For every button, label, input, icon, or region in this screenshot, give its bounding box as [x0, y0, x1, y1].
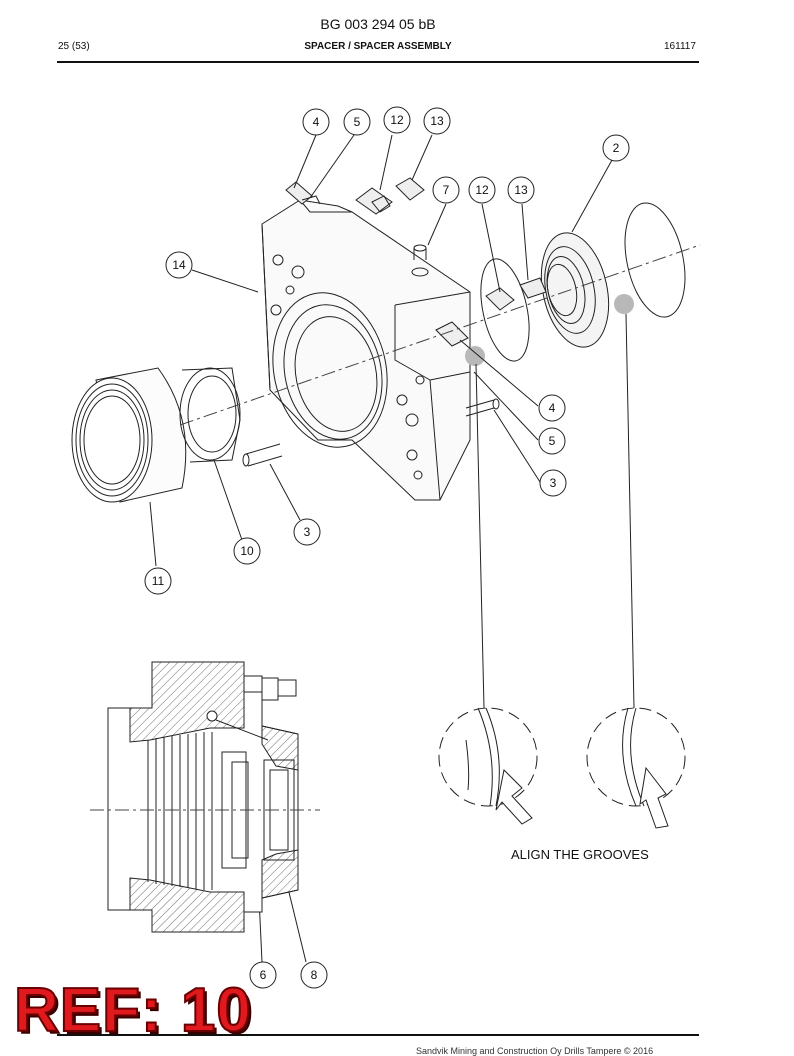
callout-2: 2 [613, 141, 620, 155]
callout-11: 11 [152, 574, 165, 588]
spacer-ring [435, 202, 686, 417]
callout-13-right: 13 [514, 183, 528, 197]
header-rule [57, 61, 699, 63]
align-grooves-note: ALIGN THE GROOVES [511, 847, 649, 862]
reference-label: REF: 10 [13, 976, 252, 1045]
callout-7: 7 [443, 183, 450, 197]
callout-12-right: 12 [475, 183, 489, 197]
callout-5-right: 5 [549, 434, 556, 448]
callout-4-right: 4 [549, 401, 556, 415]
groove-detail-right [586, 707, 686, 829]
page-title: SPACER / SPACER ASSEMBLY [304, 41, 452, 52]
callout-6: 6 [260, 968, 267, 982]
callout-13-top: 13 [430, 114, 444, 128]
groove-detail-left [438, 707, 538, 825]
footer-copyright: Sandvik Mining and Construction Oy Drill… [416, 1046, 654, 1056]
callout-14: 14 [172, 258, 186, 272]
page-number: 25 (53) [58, 41, 90, 52]
callout-8: 8 [311, 968, 318, 982]
callouts [144, 106, 630, 989]
callout-10: 10 [240, 544, 254, 558]
callout-numbers: 4 5 12 13 2 7 12 13 14 4 5 3 3 10 11 6 8 [152, 113, 620, 982]
sleeve-and-ring [71, 367, 283, 503]
callout-3-right: 3 [550, 476, 557, 490]
callout-3-left: 3 [304, 525, 311, 539]
callout-4-top: 4 [313, 115, 320, 129]
footer-rule [57, 1034, 699, 1036]
document-date: 161117 [664, 41, 696, 52]
document-number: BG 003 294 05 bB [320, 16, 436, 32]
callout-5-top: 5 [354, 115, 361, 129]
section-view [90, 661, 320, 933]
spacer-housing [261, 199, 471, 501]
callout-12-top: 12 [390, 113, 404, 127]
